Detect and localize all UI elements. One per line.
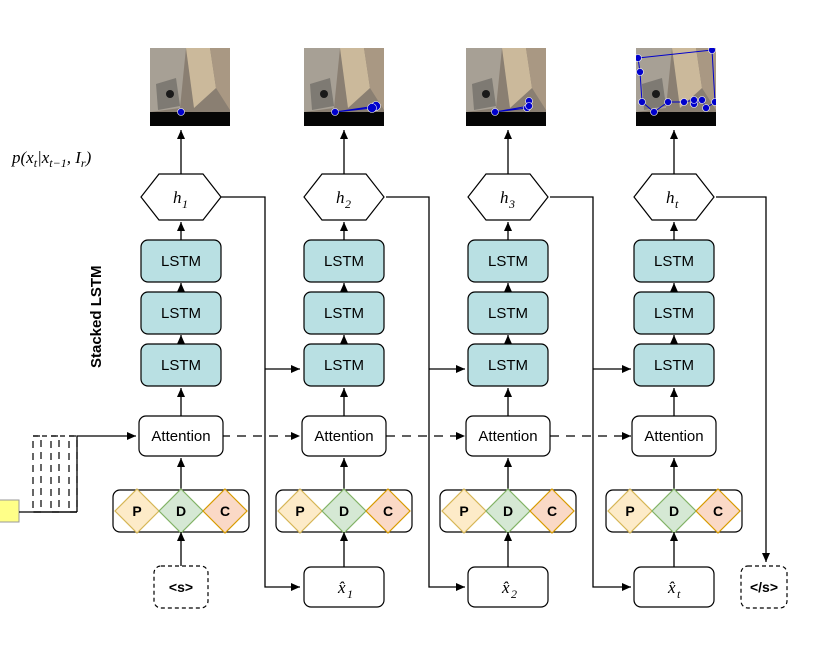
- lstm-cell: LSTM: [140, 343, 222, 387]
- svg-text:x̂: x̂: [337, 578, 346, 597]
- svg-text:3: 3: [508, 197, 515, 211]
- svg-text:t: t: [675, 197, 679, 211]
- svg-text:Attention: Attention: [151, 428, 210, 445]
- svg-text:P: P: [459, 503, 468, 519]
- lstm-cell: LSTM: [303, 291, 385, 335]
- svg-text:LSTM: LSTM: [324, 253, 364, 270]
- svg-text:P: P: [625, 503, 634, 519]
- lstm-cell: LSTM: [467, 343, 549, 387]
- svg-text:h: h: [666, 188, 675, 207]
- svg-text:P: P: [132, 503, 141, 519]
- svg-text:1: 1: [182, 197, 188, 211]
- svg-text:1: 1: [347, 587, 353, 601]
- lstm-cell: LSTM: [633, 291, 715, 335]
- attention-module: Attention: [301, 415, 387, 457]
- svg-text:h: h: [500, 188, 509, 207]
- lstm-cell: LSTM: [140, 291, 222, 335]
- svg-text:LSTM: LSTM: [324, 305, 364, 322]
- svg-text:LSTM: LSTM: [654, 357, 694, 374]
- svg-text:<s>: <s>: [169, 579, 193, 595]
- svg-text:D: D: [339, 503, 349, 519]
- svg-text:C: C: [220, 503, 230, 519]
- output-thumbnail: [150, 48, 230, 126]
- svg-text:Attention: Attention: [314, 428, 373, 445]
- svg-text:</s>: </s>: [750, 579, 778, 595]
- svg-text:Attention: Attention: [644, 428, 703, 445]
- svg-text:LSTM: LSTM: [488, 357, 528, 374]
- recurrent-connections: [221, 196, 770, 591]
- svg-text:C: C: [713, 503, 723, 519]
- attention-module: Attention: [465, 415, 551, 457]
- svg-text:x̂: x̂: [667, 578, 676, 597]
- output-thumbnail: [466, 48, 546, 126]
- svg-text:h: h: [173, 188, 182, 207]
- svg-text:t: t: [677, 587, 681, 601]
- stacked-lstm-label: Stacked LSTM: [88, 265, 105, 368]
- lstm-cell: LSTM: [467, 291, 549, 335]
- output-thumbnail: [304, 48, 384, 126]
- svg-text:D: D: [503, 503, 513, 519]
- lstm-cell: LSTM: [467, 239, 549, 283]
- svg-text:P: P: [295, 503, 304, 519]
- lstm-cell: LSTM: [140, 239, 222, 283]
- start-token: <s>: [153, 565, 209, 609]
- end-token: </s>: [740, 565, 788, 609]
- svg-text:LSTM: LSTM: [654, 253, 694, 270]
- attention-module: Attention: [138, 415, 224, 457]
- output-thumbnail: [636, 48, 716, 126]
- prediction-xt: x̂t: [633, 566, 715, 608]
- svg-text:LSTM: LSTM: [654, 305, 694, 322]
- image-feature-stack: [32, 435, 78, 513]
- svg-text:2: 2: [511, 587, 517, 601]
- lstm-cell: LSTM: [303, 239, 385, 283]
- svg-text:2: 2: [345, 197, 351, 211]
- svg-text:C: C: [383, 503, 393, 519]
- lstm-cell: LSTM: [633, 239, 715, 283]
- svg-text:x̂: x̂: [501, 578, 510, 597]
- svg-text:D: D: [669, 503, 679, 519]
- prediction-x2: x̂2: [467, 566, 549, 608]
- svg-text:h: h: [336, 188, 345, 207]
- prediction-x1: x̂1: [303, 566, 385, 608]
- svg-text:LSTM: LSTM: [161, 305, 201, 322]
- feature-input-block: [0, 499, 20, 523]
- svg-text:Attention: Attention: [478, 428, 537, 445]
- lstm-cell: LSTM: [303, 343, 385, 387]
- svg-text:LSTM: LSTM: [488, 305, 528, 322]
- svg-text:C: C: [547, 503, 557, 519]
- svg-text:D: D: [176, 503, 186, 519]
- svg-text:LSTM: LSTM: [161, 357, 201, 374]
- svg-text:LSTM: LSTM: [324, 357, 364, 374]
- lstm-cell: LSTM: [633, 343, 715, 387]
- svg-text:LSTM: LSTM: [488, 253, 528, 270]
- attention-module: Attention: [631, 415, 717, 457]
- probability-label: p(xt|xt−1, Ir): [11, 148, 92, 170]
- svg-text:LSTM: LSTM: [161, 253, 201, 270]
